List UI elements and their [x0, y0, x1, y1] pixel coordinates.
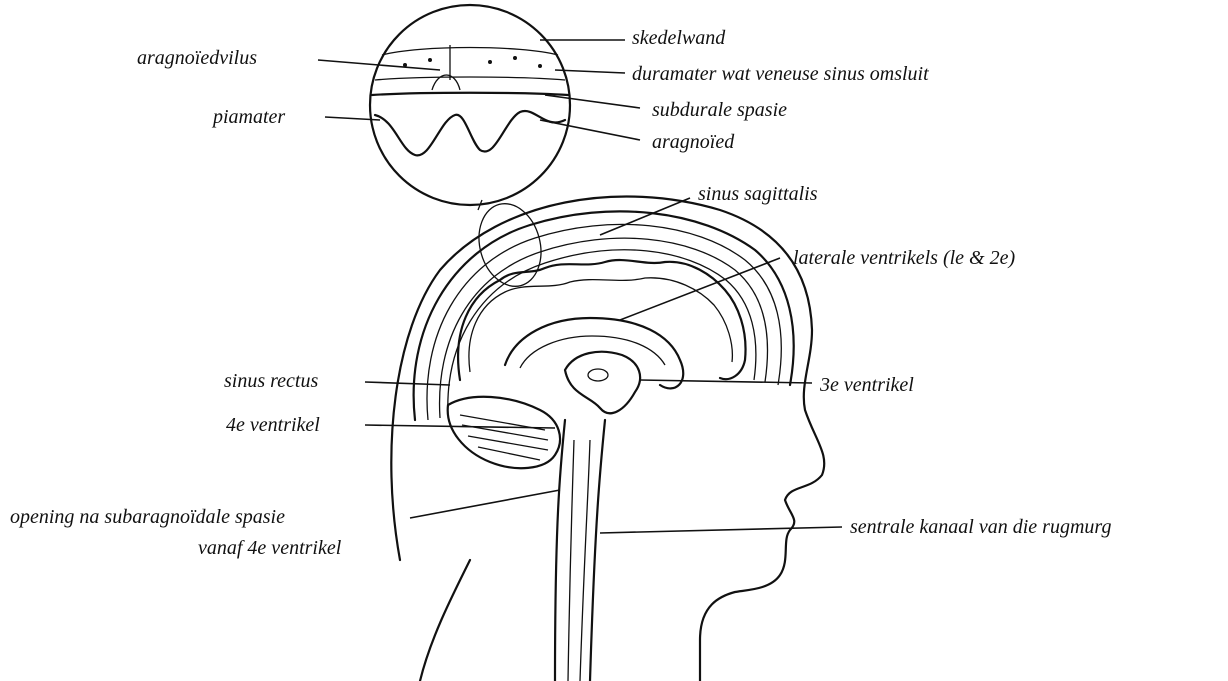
label-opening-line1: opening na subaragnoïdale spasie — [10, 506, 285, 528]
leader-3e-ventrikel — [640, 380, 812, 383]
label-opening-line2: vanaf 4e ventrikel — [198, 537, 342, 559]
leader-laterale-ventrikels — [620, 258, 780, 320]
label-aragnoied: aragnoïed — [652, 131, 735, 153]
leader-sentrale-kanaal — [600, 527, 842, 533]
label-sinus-rectus: sinus rectus — [224, 370, 318, 392]
label-piamater: piamater — [211, 106, 285, 128]
brainstem-spinal-cord — [555, 420, 605, 681]
leader-sinus-rectus — [365, 382, 450, 385]
cerebrum — [458, 260, 745, 380]
label-3e-ventrikel: 3e ventrikel — [819, 374, 914, 396]
label-sinus-sagittalis: sinus sagittalis — [698, 183, 818, 205]
leader-subdurale — [545, 95, 640, 108]
cerebellum — [448, 397, 560, 468]
leader-aragnoied — [540, 120, 640, 140]
label-subdurale-spasie: subdurale spasie — [652, 99, 787, 121]
third-ventricle — [565, 352, 640, 413]
label-aragnoiedvilus: aragnoïedvilus — [137, 47, 257, 69]
label-sentrale-kanaal: sentrale kanaal van die rugmurg — [850, 516, 1111, 538]
label-skedelwand: skedelwand — [632, 27, 726, 49]
magnified-meninges-inset — [370, 5, 570, 205]
label-4e-ventrikel: 4e ventrikel — [226, 414, 320, 436]
leader-opening — [410, 490, 560, 518]
zoom-region-ellipse — [470, 197, 550, 294]
label-laterale-ventrikels: laterale ventrikels (le & 2e) — [793, 247, 1015, 269]
head-silhouette — [391, 197, 824, 681]
label-duramater: duramater wat veneuse sinus omsluit — [632, 63, 929, 85]
